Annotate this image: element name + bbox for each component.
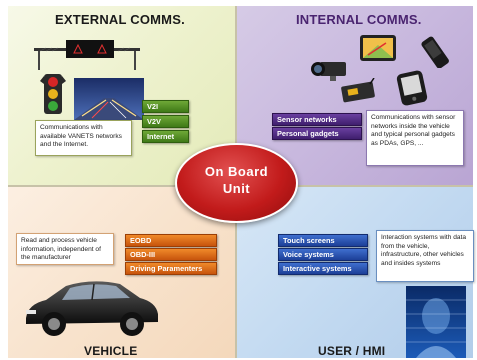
external-comms-title: EXTERNAL COMMS.	[55, 12, 185, 27]
tag-touch-screens: Touch screens	[278, 234, 368, 247]
tag-eobd: EOBD	[125, 234, 217, 247]
vehicle-title: VEHICLE	[84, 344, 138, 358]
hmi-interface-image	[406, 286, 466, 358]
tag-obd-iii: OBD-III	[125, 248, 217, 261]
overhead-sign-image	[34, 40, 140, 70]
sensor-module-icon	[341, 78, 375, 103]
tag-interactive-systems: Interactive systems	[278, 262, 368, 275]
gps-device-icon	[360, 35, 396, 61]
highway-night-image	[74, 78, 144, 120]
on-board-unit-line2: Unit	[222, 181, 251, 196]
tag-sensor-networks: Sensor networks	[272, 113, 362, 126]
vehicle-note: Read and process vehicle information, in…	[16, 233, 114, 265]
on-board-unit-ellipse	[175, 143, 298, 223]
tag-driving-parameters: Driving Paramenters	[125, 262, 217, 275]
tag-v2i: V2I	[142, 100, 189, 113]
on-board-unit-line1: On Board	[204, 164, 269, 179]
external-comms-note: Communications with available VANETS net…	[35, 120, 132, 156]
traffic-light-icon	[40, 74, 66, 114]
car-image	[26, 281, 158, 336]
tag-v2v: V2V	[142, 115, 189, 128]
user-hmi-note: Interaction systems with data from the v…	[376, 230, 474, 282]
internal-comms-note: Communications with sensor networks insi…	[366, 110, 464, 166]
tag-voice-systems: Voice systems	[278, 248, 368, 261]
tag-internet: Internet	[142, 130, 189, 143]
internal-comms-title: INTERNAL COMMS.	[296, 12, 422, 27]
pda-device-icon	[396, 70, 428, 106]
tag-personal-gadgets: Personal gadgets	[272, 127, 362, 140]
sensor-camera-icon	[311, 62, 346, 81]
mobile-phone-icon	[421, 36, 449, 68]
on-board-unit-label: On Board Unit	[175, 163, 298, 197]
user-hmi-title: USER / HMI	[318, 344, 386, 358]
